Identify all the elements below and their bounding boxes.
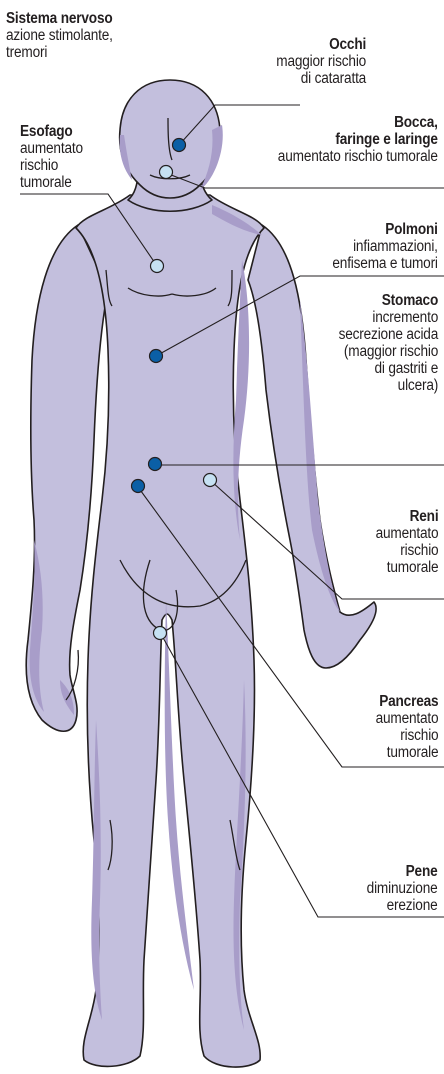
label-polmoni: Polmoni infiammazioni, enfisema e tumori xyxy=(333,221,438,272)
marker-reni xyxy=(204,474,217,487)
marker-occhi xyxy=(173,139,186,152)
label-title: Pene xyxy=(367,863,438,880)
label-bocca: Bocca, faringe e laringe aumentato risch… xyxy=(278,114,438,165)
label-esofago: Esofago aumentato rischio tumorale xyxy=(20,123,83,191)
label-reni: Reni aumentato rischio tumorale xyxy=(375,508,438,576)
label-title: Occhi xyxy=(276,36,366,53)
label-sistema-nervoso: Sistema nervoso azione stimolante, tremo… xyxy=(6,10,113,61)
label-occhi: Occhi maggior rischio di cataratta xyxy=(276,36,366,87)
label-text: diminuzione erezione xyxy=(367,880,438,914)
label-text: maggior rischio di cataratta xyxy=(276,53,366,87)
marker-pancreas xyxy=(132,480,145,493)
label-text: aumentato rischio tumorale xyxy=(375,525,438,576)
label-pancreas: Pancreas aumentato rischio tumorale xyxy=(375,693,438,761)
marker-polmoni xyxy=(150,350,163,363)
label-text: aumentato rischio tumorale xyxy=(375,710,438,761)
label-title: Stomaco xyxy=(338,292,438,309)
label-title: Esofago xyxy=(20,123,83,140)
marker-stomaco xyxy=(149,458,162,471)
marker-pene xyxy=(154,627,167,640)
label-text: azione stimolante, tremori xyxy=(6,27,113,61)
label-title: Sistema nervoso xyxy=(6,10,113,27)
label-text: incremento secrezione acida (maggior ris… xyxy=(338,309,438,394)
label-title: Reni xyxy=(375,508,438,525)
label-title: Bocca, faringe e laringe xyxy=(278,114,438,148)
label-title: Polmoni xyxy=(333,221,438,238)
label-text: aumentato rischio tumorale xyxy=(278,148,438,165)
label-stomaco: Stomaco incremento secrezione acida (mag… xyxy=(338,292,438,394)
label-pene: Pene diminuzione erezione xyxy=(367,863,438,914)
label-title: Pancreas xyxy=(375,693,438,710)
label-text: aumentato rischio tumorale xyxy=(20,140,83,191)
label-text: infiammazioni, enfisema e tumori xyxy=(333,238,438,272)
marker-esofago xyxy=(151,260,164,273)
marker-bocca xyxy=(160,166,173,179)
